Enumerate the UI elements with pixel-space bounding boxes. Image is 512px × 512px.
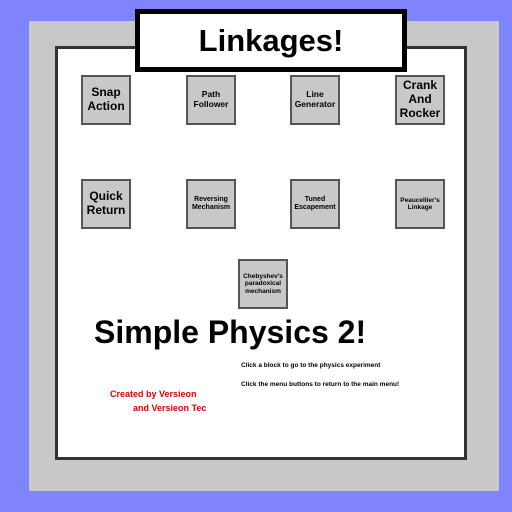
block-label: Line Generator	[294, 89, 336, 109]
block-label: Reversing Mechanism	[191, 195, 231, 211]
block-snap-action[interactable]: Snap Action	[81, 75, 131, 125]
block-path-follower[interactable]: Path Follower	[186, 75, 236, 125]
block-label: Quick Return	[86, 189, 126, 217]
block-label: Chebyshev's paradoxical mechanism	[243, 272, 283, 295]
block-label: Path Follower	[193, 89, 229, 109]
instruction-text: Click the menu buttons to return to the …	[241, 381, 400, 388]
block-reversing-mechanism[interactable]: Reversing Mechanism	[186, 179, 236, 229]
block-label: Tuned Escapement	[294, 195, 336, 211]
block-line-generator[interactable]: Line Generator	[290, 75, 340, 125]
credit-text: and Versieon Tec	[133, 403, 207, 413]
block-quick-return[interactable]: Quick Return	[81, 179, 131, 229]
page-title: Linkages!	[140, 14, 402, 67]
block-crank-and-rocker[interactable]: Crank And Rocker	[395, 75, 445, 125]
subtitle: Simple Physics 2!	[94, 314, 367, 350]
block-chebyshev-mechanism[interactable]: Chebyshev's paradoxical mechanism	[238, 259, 288, 309]
credit-text: Created by Versieon	[110, 389, 197, 399]
block-label: Crank And Rocker	[399, 78, 441, 120]
instruction-text: Click a block to go to the physics exper…	[241, 362, 381, 369]
block-tuned-escapement[interactable]: Tuned Escapement	[290, 179, 340, 229]
block-label: Snap Action	[87, 85, 125, 113]
title-banner: Linkages!	[135, 9, 407, 72]
block-peaucellier-linkage[interactable]: Peaucellier's Linkage	[395, 179, 445, 229]
block-label: Peaucellier's Linkage	[400, 196, 440, 211]
